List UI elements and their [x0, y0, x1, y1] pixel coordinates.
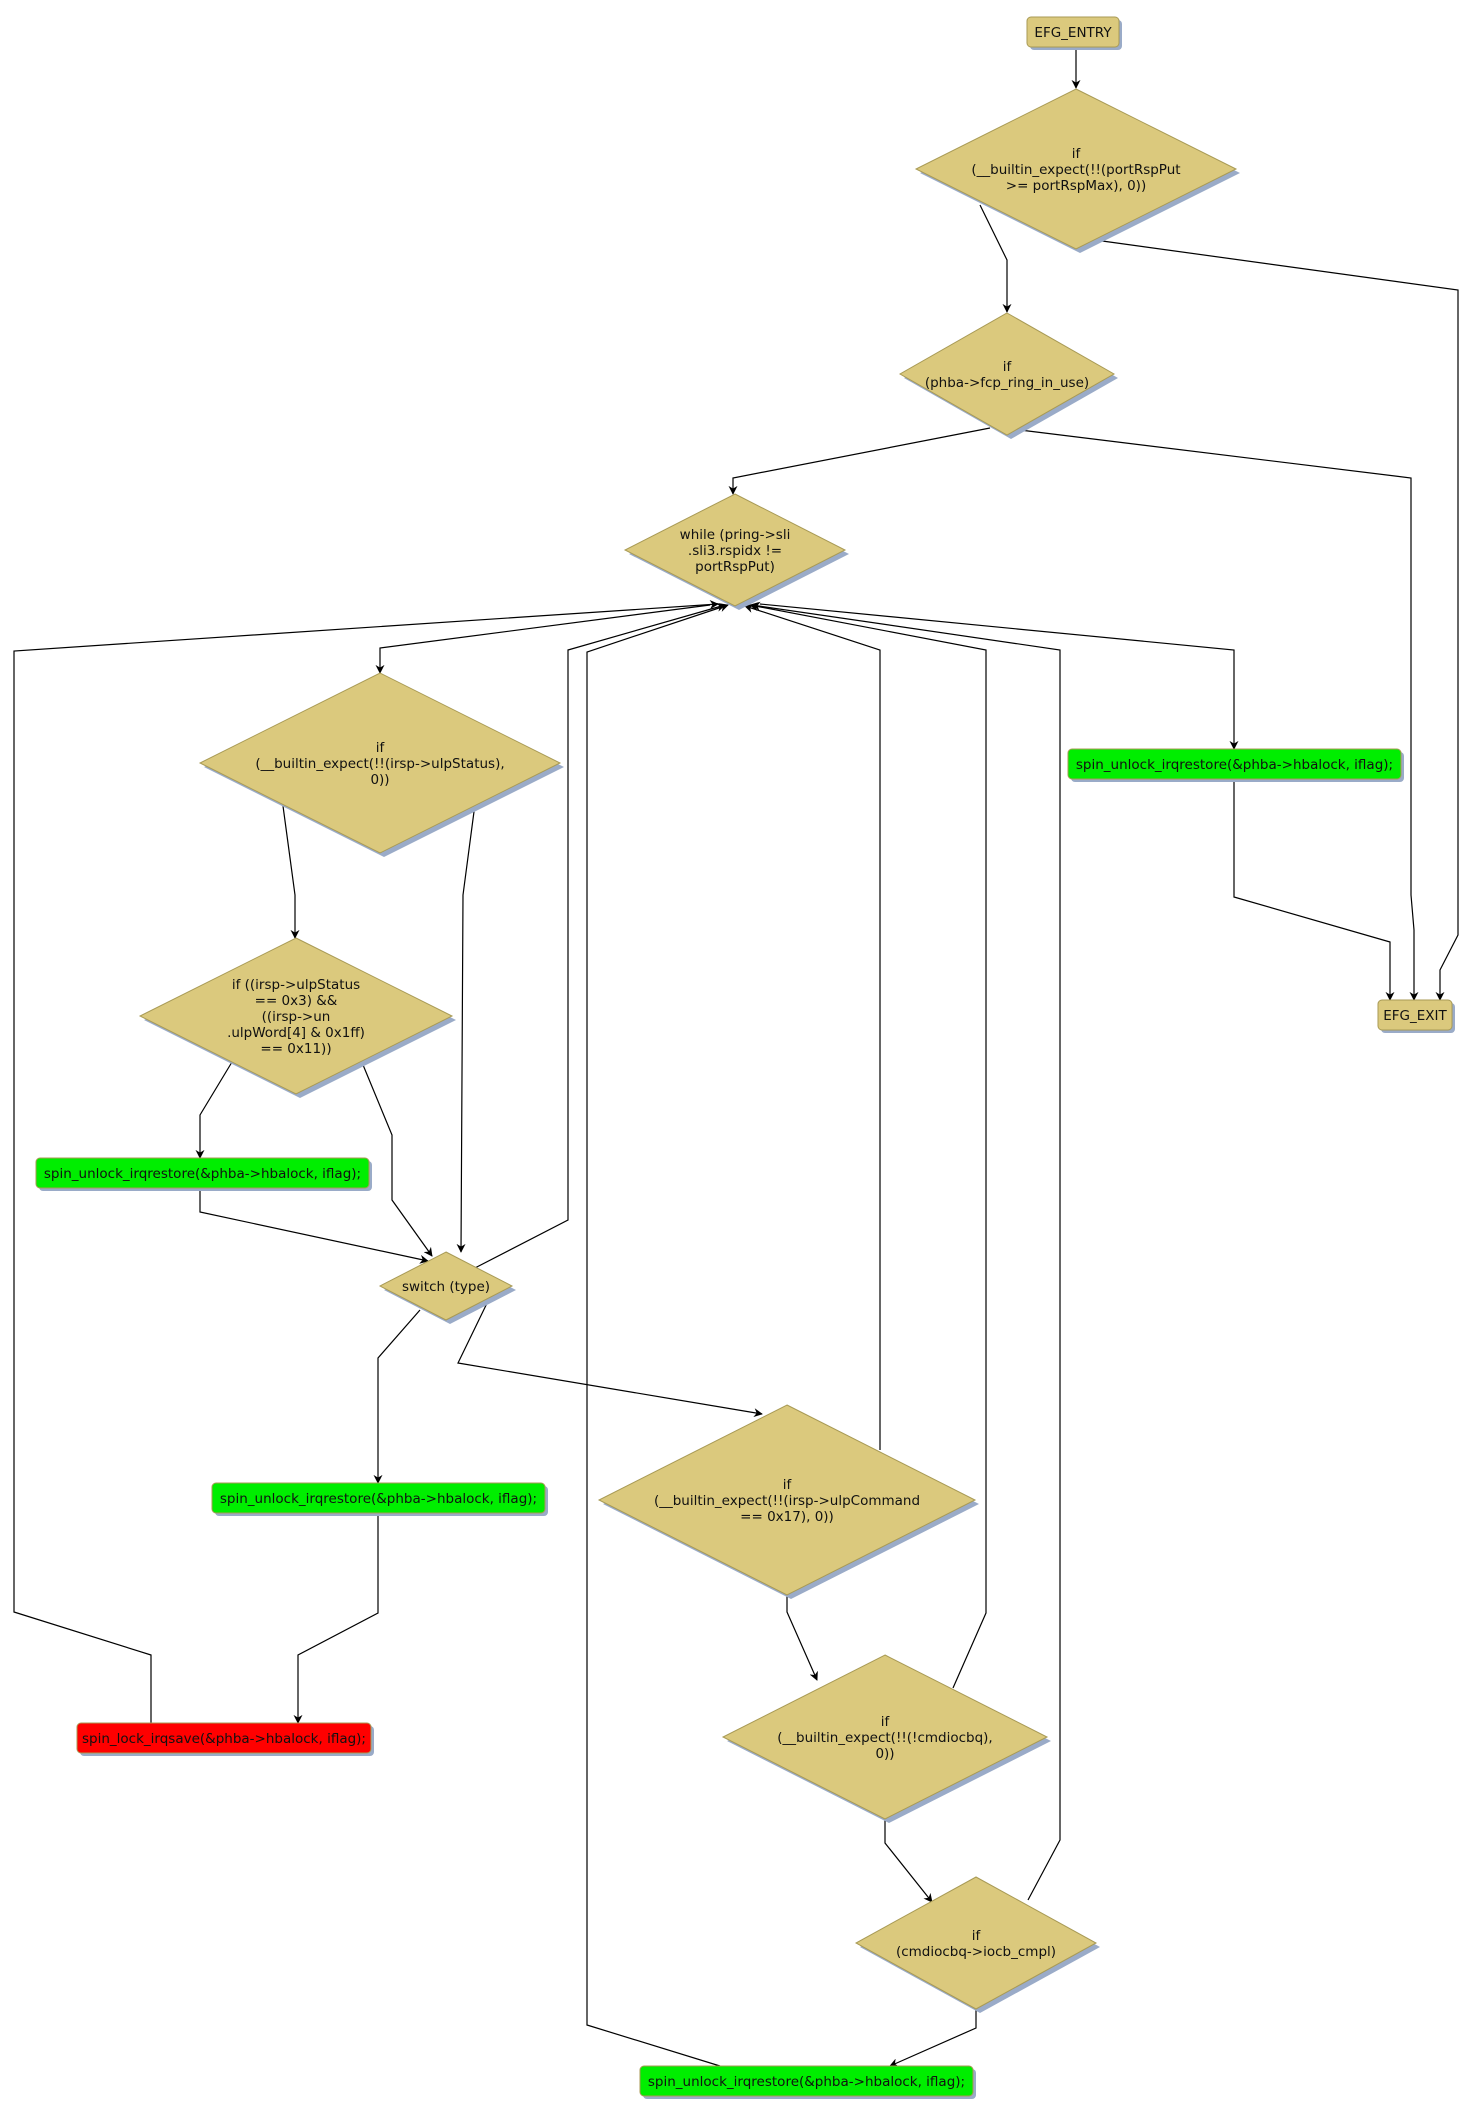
edge-switch_type-to-while_rspidx — [470, 602, 726, 1271]
node-label-line: 0)) — [875, 1746, 894, 1762]
node-label-line: (__builtin_expect(!!(irsp->ulpCommand — [654, 1493, 920, 1509]
edge-if_ulpcommand-to-if_cmdiocbq — [786, 1595, 818, 1681]
edge-if_ulpstatus-to-switch_type — [456, 803, 476, 1253]
node-diamond — [914, 88, 1238, 250]
node-label-line: EFG_ENTRY — [1034, 25, 1112, 41]
edge-while_rspidx-to-unlock_right — [759, 603, 1239, 750]
node-label-line: ((irsp->un — [262, 1009, 331, 1025]
node-label-line: EFG_EXIT — [1383, 1008, 1447, 1024]
node-if-ulpcommand[interactable]: if(__builtin_expect(!!(irsp->ulpCommand=… — [597, 1404, 979, 1599]
node-label-line: while (pring->sli — [680, 527, 791, 543]
node-diamond — [854, 1876, 1098, 2010]
node-while-rspidx[interactable]: while (pring->sli.sli3.rspidx !=portRspP… — [623, 493, 849, 610]
edge-switch_type-to-if_ulpcommand — [457, 1296, 763, 1418]
edge-if_ulpstatus_3-to-unlock_left — [195, 1061, 233, 1159]
node-box — [1377, 999, 1453, 1031]
node-diamond — [721, 1654, 1049, 1820]
node-label-line: spin_unlock_irqrestore(&phba->hbalock, i… — [220, 1491, 537, 1507]
node-unlock-right[interactable]: spin_unlock_irqrestore(&phba->hbalock, i… — [1067, 748, 1404, 782]
edge-unlock_right-to-exit — [1233, 779, 1395, 1001]
node-if-iocb-cmpl[interactable]: if(cmdiocbq->iocb_cmpl) — [854, 1876, 1100, 2013]
node-label-line: if ((irsp->ulpStatus — [232, 977, 360, 993]
node-if-ulpstatus-3[interactable]: if ((irsp->ulpStatus== 0x3) &&((irsp->un… — [138, 937, 456, 1098]
node-diamond — [623, 493, 847, 607]
node-diamond — [898, 312, 1116, 436]
node-unlock-mid[interactable]: spin_unlock_irqrestore(&phba->hbalock, i… — [211, 1482, 548, 1516]
node-switch-type[interactable]: switch (type) — [378, 1251, 516, 1324]
node-diamond — [198, 672, 562, 854]
edge-unlock_bottom-to-while_rspidx — [586, 603, 729, 2067]
node-entry[interactable]: EFG_ENTRY — [1026, 16, 1122, 50]
edge-if_iocb_cmpl-to-while_rspidx — [751, 601, 1061, 1901]
edge-if_ulpstatus_3-to-switch_type — [360, 1059, 433, 1257]
node-if-fcp-ring[interactable]: if(phba->fcp_ring_in_use) — [898, 312, 1118, 439]
edge-if_ulpstatus-to-if_ulpstatus_3 — [282, 805, 300, 939]
edge-unlock_left-to-switch_type — [199, 1188, 429, 1264]
node-unlock-bottom[interactable]: spin_unlock_irqrestore(&phba->hbalock, i… — [639, 2065, 976, 2099]
node-label-line: spin_unlock_irqrestore(&phba->hbalock, i… — [44, 1166, 361, 1182]
edge-if_cmdiocbq-to-while_rspidx — [749, 602, 987, 1689]
node-label-line: if — [972, 1928, 982, 1944]
edge-while_rspidx-to-if_ulpstatus — [375, 604, 711, 674]
node-label-line: (__builtin_expect(!!(!cmdiocbq), — [777, 1730, 992, 1746]
node-label-line: spin_unlock_irqrestore(&phba->hbalock, i… — [648, 2074, 965, 2090]
node-label-line: if — [783, 1477, 793, 1493]
node-label-line: == 0x17), 0)) — [740, 1509, 834, 1525]
node-box — [1026, 16, 1120, 48]
node-if-cmdiocbq[interactable]: if(__builtin_expect(!!(!cmdiocbq),0)) — [721, 1654, 1051, 1823]
node-diamond — [138, 937, 454, 1095]
node-label-line: if — [376, 740, 386, 756]
node-unlock-left[interactable]: spin_unlock_irqrestore(&phba->hbalock, i… — [35, 1157, 372, 1191]
node-if-portrsp[interactable]: if(__builtin_expect(!!(portRspPut>= port… — [914, 88, 1240, 253]
node-label-line: (__builtin_expect(!!(portRspPut — [971, 162, 1180, 178]
node-label-line: if — [881, 1714, 891, 1730]
node-box — [639, 2065, 974, 2097]
node-label-line: == 0x3) && — [255, 993, 338, 1009]
node-diamond — [378, 1251, 514, 1321]
node-exit[interactable]: EFG_EXIT — [1377, 999, 1455, 1033]
node-box — [1067, 748, 1402, 780]
edge-if_portrsp-to-if_fcp_ring — [979, 204, 1012, 313]
node-label-line: if — [1003, 359, 1013, 375]
node-label-line: spin_lock_irqsave(&phba->hbalock, iflag)… — [82, 1731, 366, 1747]
node-label-line: if — [1072, 146, 1082, 162]
edge-switch_type-to-unlock_mid — [373, 1309, 421, 1484]
node-label-line: 0)) — [370, 772, 389, 788]
edge-if_iocb_cmpl-to-unlock_bottom — [889, 2009, 977, 2067]
node-label-line: (__builtin_expect(!!(irsp->ulpStatus), — [255, 756, 504, 772]
nodes-layer: EFG_ENTRYif(__builtin_expect(!!(portRspP… — [35, 16, 1455, 2099]
edge-if_portrsp-to-exit — [1094, 239, 1459, 1001]
edge-if_fcp_ring-to-while_rspidx — [728, 427, 991, 495]
edge-if_fcp_ring-to-exit — [1019, 429, 1419, 1001]
node-diamond — [597, 1404, 977, 1596]
edge-unlock_mid-to-lock_save — [293, 1513, 379, 1724]
node-label-line: == 0x11)) — [260, 1041, 331, 1057]
node-lock-save[interactable]: spin_lock_irqsave(&phba->hbalock, iflag)… — [76, 1722, 374, 1756]
edge-if_ulpcommand-to-while_rspidx — [744, 604, 881, 1450]
node-label-line: spin_unlock_irqrestore(&phba->hbalock, i… — [1076, 757, 1393, 773]
edges-layer — [13, 47, 1459, 2067]
node-if-ulpstatus[interactable]: if(__builtin_expect(!!(irsp->ulpStatus),… — [198, 672, 564, 857]
node-label-line: portRspPut) — [695, 559, 775, 575]
node-label-line: >= portRspMax), 0)) — [1006, 178, 1146, 194]
node-label-line: switch (type) — [402, 1279, 490, 1295]
node-label-line: (phba->fcp_ring_in_use) — [925, 375, 1089, 391]
node-label-line: .sli3.rspidx != — [688, 543, 782, 559]
node-box — [35, 1157, 370, 1189]
node-label-line: (cmdiocbq->iocb_cmpl) — [896, 1944, 1056, 1960]
node-box — [76, 1722, 372, 1754]
node-label-line: .ulpWord[4] & 0x1ff) — [227, 1025, 365, 1041]
edge-lock_save-to-while_rspidx — [13, 600, 719, 1723]
edge-if_cmdiocbq-to-if_iocb_cmpl — [884, 1819, 933, 1903]
node-box — [211, 1482, 546, 1514]
